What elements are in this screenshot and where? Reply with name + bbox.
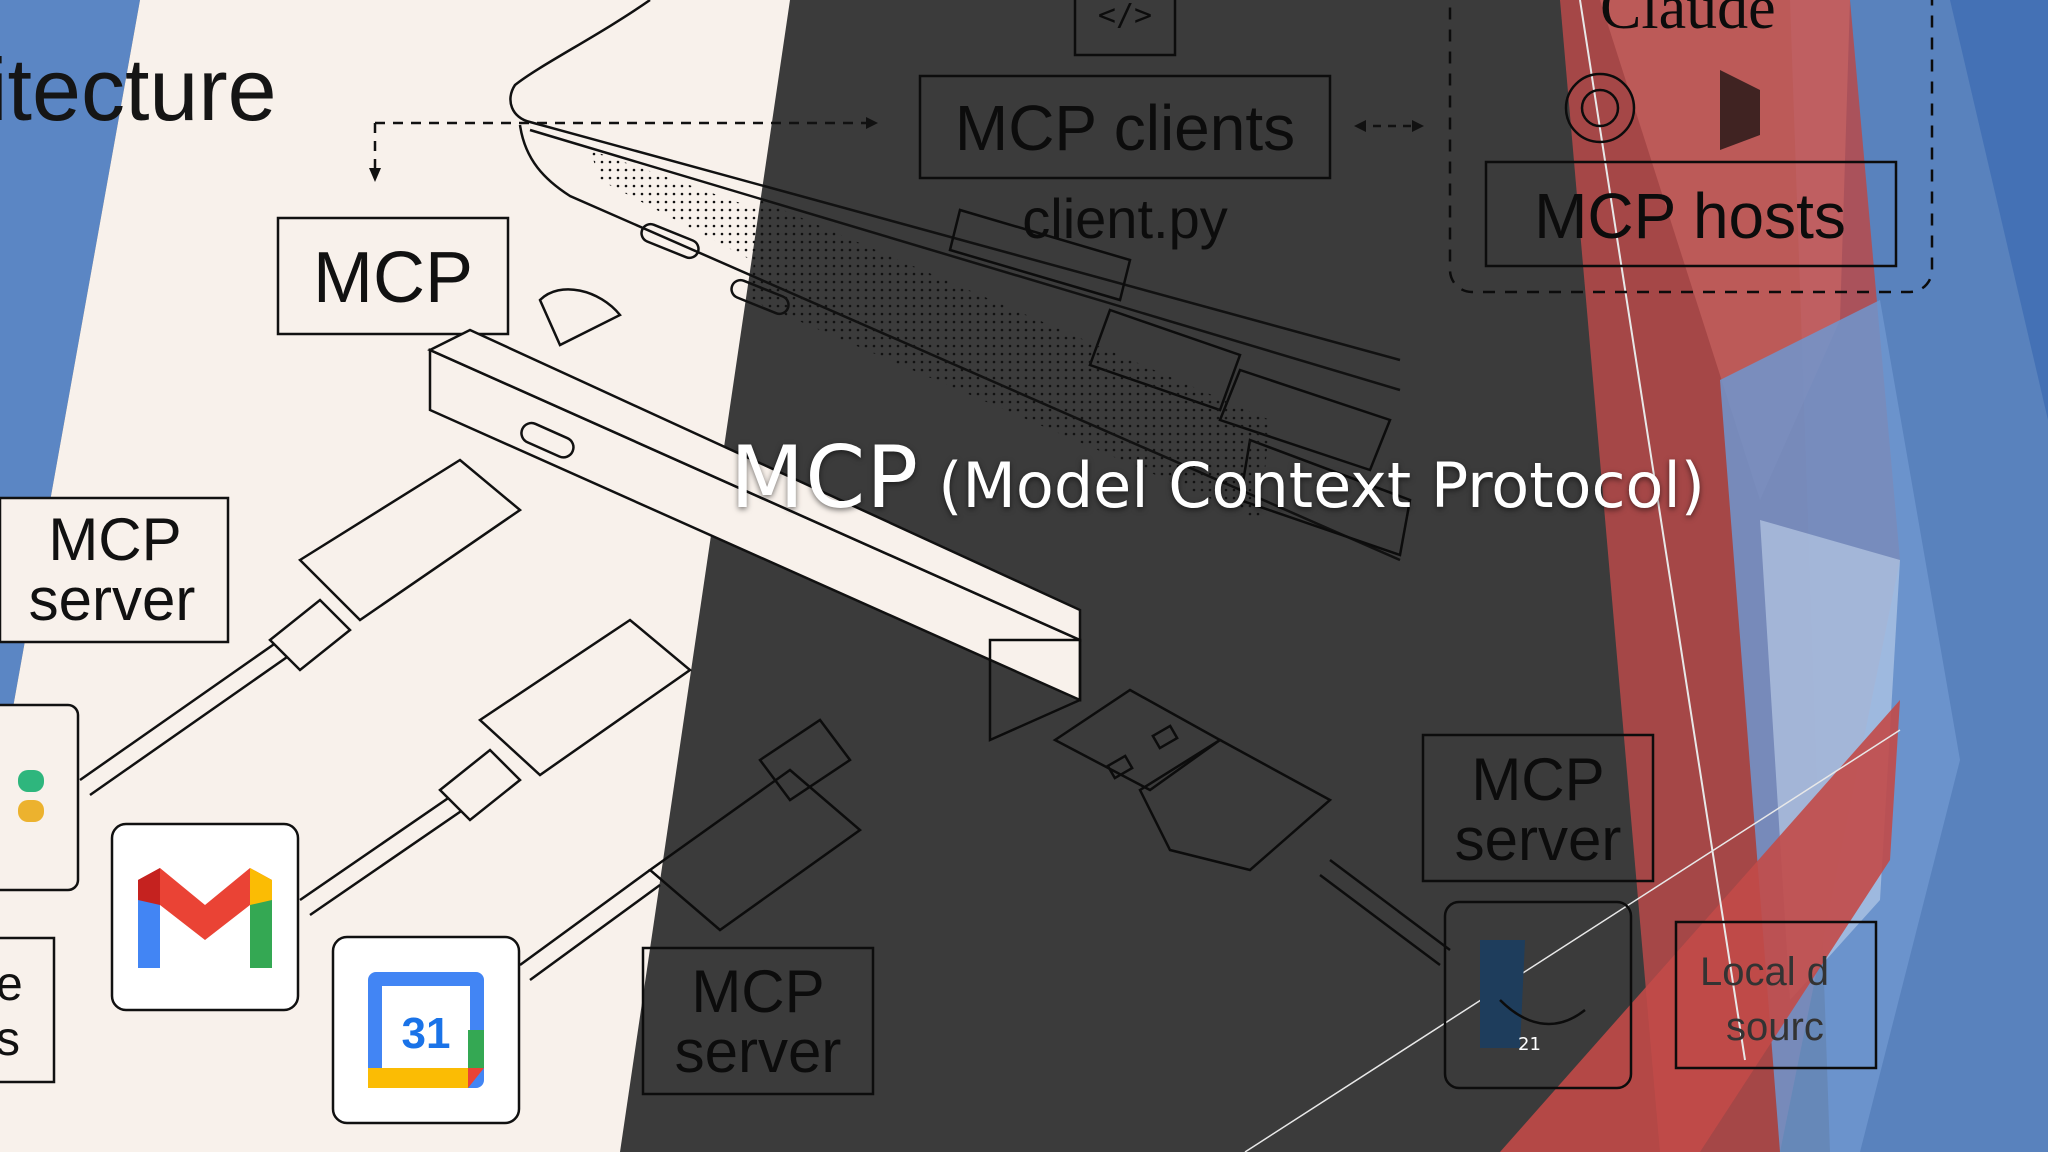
finder-tile	[1443, 900, 1633, 1090]
mcp-clients-box	[918, 74, 1332, 180]
slide-title: MCP (Model Context Protocol)	[730, 428, 1705, 528]
finder-icon	[1480, 940, 1525, 1048]
mcp-box	[276, 216, 510, 336]
page-number: 21	[1518, 1034, 1541, 1055]
mcp-hosts-label: MCP hosts	[1534, 180, 1846, 252]
left-partial-line1: e	[0, 958, 23, 1011]
cable-2	[299, 618, 693, 917]
right-server-line2: server	[1455, 806, 1622, 873]
right-server-line1: MCP	[1471, 746, 1604, 813]
right-decoration	[1244, 0, 2048, 1152]
diagram: itecture MCP	[0, 0, 1424, 1125]
cable-1	[79, 458, 523, 797]
mcp-hosts-box	[1484, 160, 1898, 268]
left-mcp-server-box	[0, 496, 230, 644]
calendar-day: 31	[402, 1009, 451, 1058]
hosts-group	[1448, 0, 1934, 294]
calendar-icon	[368, 972, 484, 1088]
mcp-box-label: MCP	[313, 238, 473, 318]
local-source-line2: sourc	[1726, 1005, 1824, 1049]
code-box	[1073, 0, 1177, 57]
cable-3	[519, 868, 661, 982]
mcp-clients-label: MCP clients	[955, 92, 1295, 164]
cube-icon	[1720, 70, 1760, 150]
local-source-line1: Local d	[1700, 950, 1829, 994]
usb-port	[988, 638, 1082, 742]
client-file-label: client.py	[1022, 187, 1227, 250]
dark-diagram: </> MCP clients client.py Claude MCP hos…	[641, 0, 1934, 1096]
slide-title-sub: (Model Context Protocol)	[938, 449, 1705, 522]
local-source-box	[1674, 920, 1878, 1070]
openai-icon	[1564, 72, 1636, 144]
left-server-line2: server	[29, 566, 196, 633]
laptop-outline	[509, 0, 1401, 362]
bottom-mcp-server-box	[641, 946, 875, 1096]
dark-cable-head	[647, 768, 863, 932]
slack-tile	[0, 703, 80, 892]
left-partial-line2: s	[0, 1013, 20, 1066]
diagram-heading: itecture	[0, 40, 277, 139]
left-partial-box	[0, 936, 56, 1084]
left-server-line1: MCP	[48, 506, 181, 573]
bottom-server-line2: server	[675, 1018, 842, 1085]
bottom-server-line1: MCP	[691, 958, 824, 1025]
slide-title-main: MCP	[730, 428, 920, 528]
gmail-icon	[138, 868, 272, 968]
code-glyph: </>	[1098, 0, 1152, 33]
right-mcp-server-box	[1421, 733, 1655, 883]
hosts-brand: Claude	[1600, 0, 1776, 42]
